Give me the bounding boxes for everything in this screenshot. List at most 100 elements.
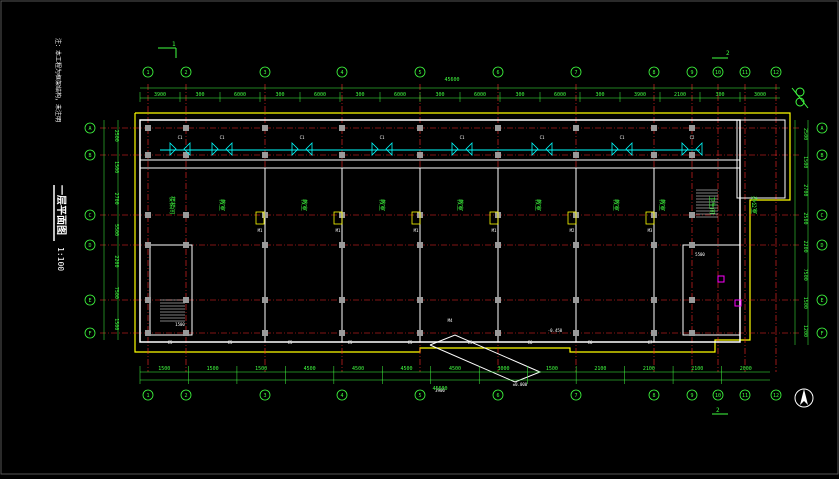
left-dimension-text: 2500	[113, 130, 119, 142]
axis-bubble-top	[142, 66, 154, 78]
structural-column	[145, 242, 151, 248]
room-label: 教室	[534, 199, 542, 211]
axis-bubble-bottom-label: 3	[263, 393, 266, 399]
room-label: 办公室	[750, 196, 758, 214]
structural-column	[573, 330, 579, 336]
axis-bubble-right-label: E	[820, 298, 823, 304]
structural-column	[651, 297, 657, 303]
structural-column	[689, 297, 695, 303]
top-dimension-text: 6000	[234, 92, 246, 98]
structural-column	[339, 125, 345, 131]
door-frame	[411, 211, 421, 225]
walls	[139, 119, 786, 383]
axis-bubble-right	[816, 122, 828, 134]
axis-bubble-bottom-label: 8	[652, 393, 655, 399]
window-label: C7	[648, 340, 653, 345]
right-dimension-text: 1500	[802, 156, 808, 168]
axis-bubble-top-label: 9	[690, 70, 693, 76]
left-dimension-text: 2200	[113, 255, 119, 267]
axis-bubble-left	[84, 327, 96, 339]
bottom-dimension-text: 2100	[594, 366, 606, 372]
window-label: C1	[220, 135, 225, 140]
bottom-dimension-text: 4500	[401, 366, 413, 372]
door-swing-icon	[291, 142, 313, 156]
top-dimension-text: 6000	[554, 92, 566, 98]
window-label: C5	[408, 340, 413, 345]
structural-column	[573, 125, 579, 131]
structural-column	[417, 152, 423, 158]
right-dimension-text: 1500	[802, 297, 808, 309]
structural-column	[689, 212, 695, 218]
axis-bubble-top-label: 11	[742, 70, 748, 76]
axis-bubble-bottom-label: 5	[418, 393, 421, 399]
overall-dimension-bottom: 45600	[432, 386, 447, 392]
structural-column	[145, 212, 151, 218]
north-arrow-icon	[794, 388, 814, 408]
right-dimension-text: 2500	[802, 128, 808, 140]
door-swing-icon	[531, 142, 553, 156]
bottom-dimension-text: 2100	[691, 366, 703, 372]
axis-bubble-top	[686, 66, 698, 78]
axis-bubble-right	[816, 327, 828, 339]
drawing-title: 一层平面图	[55, 185, 67, 235]
window-label: C5	[228, 340, 233, 345]
axis-bubble-top-label: 1	[146, 70, 149, 76]
structural-column	[339, 242, 345, 248]
window-label: C1	[540, 135, 545, 140]
top-dimension-text: 300	[595, 92, 604, 98]
window-label: C5	[168, 340, 173, 345]
room-label: 教室	[456, 199, 464, 211]
axis-bubble-top	[492, 66, 504, 78]
structural-column	[183, 242, 189, 248]
door-swing-icon	[169, 142, 191, 156]
svg-text:1: 1	[172, 41, 176, 48]
door-swing-icon	[371, 142, 393, 156]
right-dimension-text: 2500	[802, 212, 808, 224]
axis-bubble-right	[816, 294, 828, 306]
axis-bubble-top	[739, 66, 751, 78]
top-dimension-text: 300	[515, 92, 524, 98]
door-frame	[333, 211, 343, 225]
structural-column	[651, 330, 657, 336]
svg-text:2: 2	[716, 407, 720, 414]
axis-bubble-right-label: C	[820, 213, 823, 219]
structural-column	[417, 242, 423, 248]
axis-bubble-left	[84, 149, 96, 161]
axis-bubble-top-label: 5	[418, 70, 421, 76]
axis-bubble-left-label: A	[88, 126, 91, 132]
axis-bubble-right-label: D	[820, 243, 823, 249]
axis-bubble-top-label: 2	[184, 70, 187, 76]
left-dimension-text: 7500	[113, 287, 119, 299]
door-swing-icon	[211, 142, 233, 156]
window-label: C1	[300, 135, 305, 140]
left-dimension-text: 1500	[113, 318, 119, 330]
window-label: C1	[460, 135, 465, 140]
axis-bubble-top	[648, 66, 660, 78]
axis-bubble-left	[84, 209, 96, 221]
window-label: C6	[588, 340, 593, 345]
structural-column	[651, 242, 657, 248]
columns	[145, 125, 695, 336]
structural-column	[573, 152, 579, 158]
room-label: 教室	[218, 199, 226, 211]
section-mark-bottom-right: 2	[712, 407, 728, 415]
structural-column	[339, 152, 345, 158]
structural-column	[145, 297, 151, 303]
door-label: M3	[648, 228, 653, 233]
right-dimension-text: 2700	[802, 184, 808, 196]
top-dimension-text: 6000	[474, 92, 486, 98]
room-label: 卫生间	[708, 196, 716, 214]
axis-bubble-top	[770, 66, 782, 78]
axis-bubble-top	[712, 66, 724, 78]
drawing-scale: 1:100	[56, 247, 65, 271]
structural-column	[262, 212, 268, 218]
annotation-label: M4	[448, 318, 453, 323]
axis-bubble-bottom	[570, 389, 582, 401]
axis-bubble-top	[570, 66, 582, 78]
room-label: 教室	[378, 199, 386, 211]
door-frame	[645, 211, 655, 225]
